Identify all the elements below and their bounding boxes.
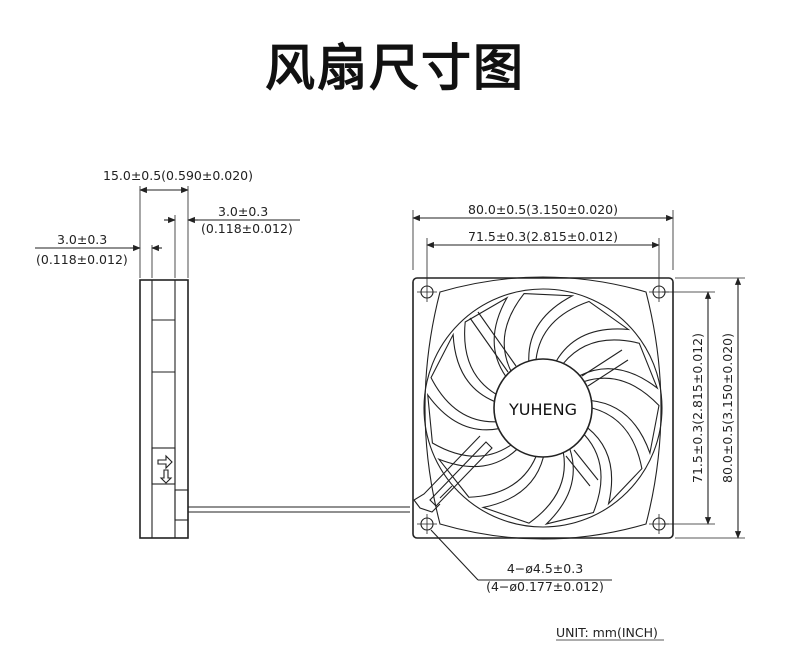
mounting-holes [417,282,669,534]
side-view: 15.0±0.5(0.590±0.020) 3.0±0.3 (0.118±0.0… [35,168,410,539]
right-flange-mm-label: 3.0±0.3 [218,204,268,219]
support-spoke [469,311,517,373]
page-title: 风扇尺寸图 [265,39,525,97]
brand-label: YUHENG [508,400,577,419]
fan-frame [412,277,674,539]
hole-spacing-height-label: 71.5±0.3(2.815±0.012) [690,333,705,483]
fan-side-body [139,279,189,539]
hole-in-label: (4−ø0.177±0.012) [486,579,604,594]
hole-spacing-width-label: 71.5±0.3(2.815±0.012) [468,229,618,244]
fan-blades [426,292,660,525]
hole-mm-label: 4−ø4.5±0.3 [507,561,583,576]
fan-blade [587,407,643,506]
fan-blade [535,300,631,362]
outer-height-label: 80.0±0.5(3.150±0.020) [720,333,735,483]
fan-blade [562,339,659,390]
front-view: 80.0±0.5(3.150±0.020) 71.5±0.3(2.815±0.0… [412,202,745,594]
right-flange-in-label: (0.118±0.012) [201,221,293,236]
fan-blade [426,392,512,457]
rotation-arrow-icon [159,469,173,484]
left-flange-mm-label: 3.0±0.3 [57,232,107,247]
fan-blade [503,292,575,372]
hole-callout-leader [430,529,479,581]
fan-blade [481,452,565,524]
fan-blade [544,434,602,525]
fan-hub [493,358,593,458]
airflow-arrow-icon [157,454,173,470]
fan-blade [584,377,660,456]
wire-bundle [429,441,493,507]
depth-dimension-label: 15.0±0.5(0.590±0.020) [103,168,253,183]
fan-blade [437,449,537,498]
fan-opening [423,288,663,528]
fan-blade [464,296,509,395]
left-flange-in-label: (0.118±0.012) [36,252,128,267]
venturi-outline [424,276,662,540]
fan-blade [430,332,496,423]
unit-note: UNIT: mm(INCH) [556,625,658,640]
outer-width-label: 80.0±0.5(3.150±0.020) [468,202,618,217]
